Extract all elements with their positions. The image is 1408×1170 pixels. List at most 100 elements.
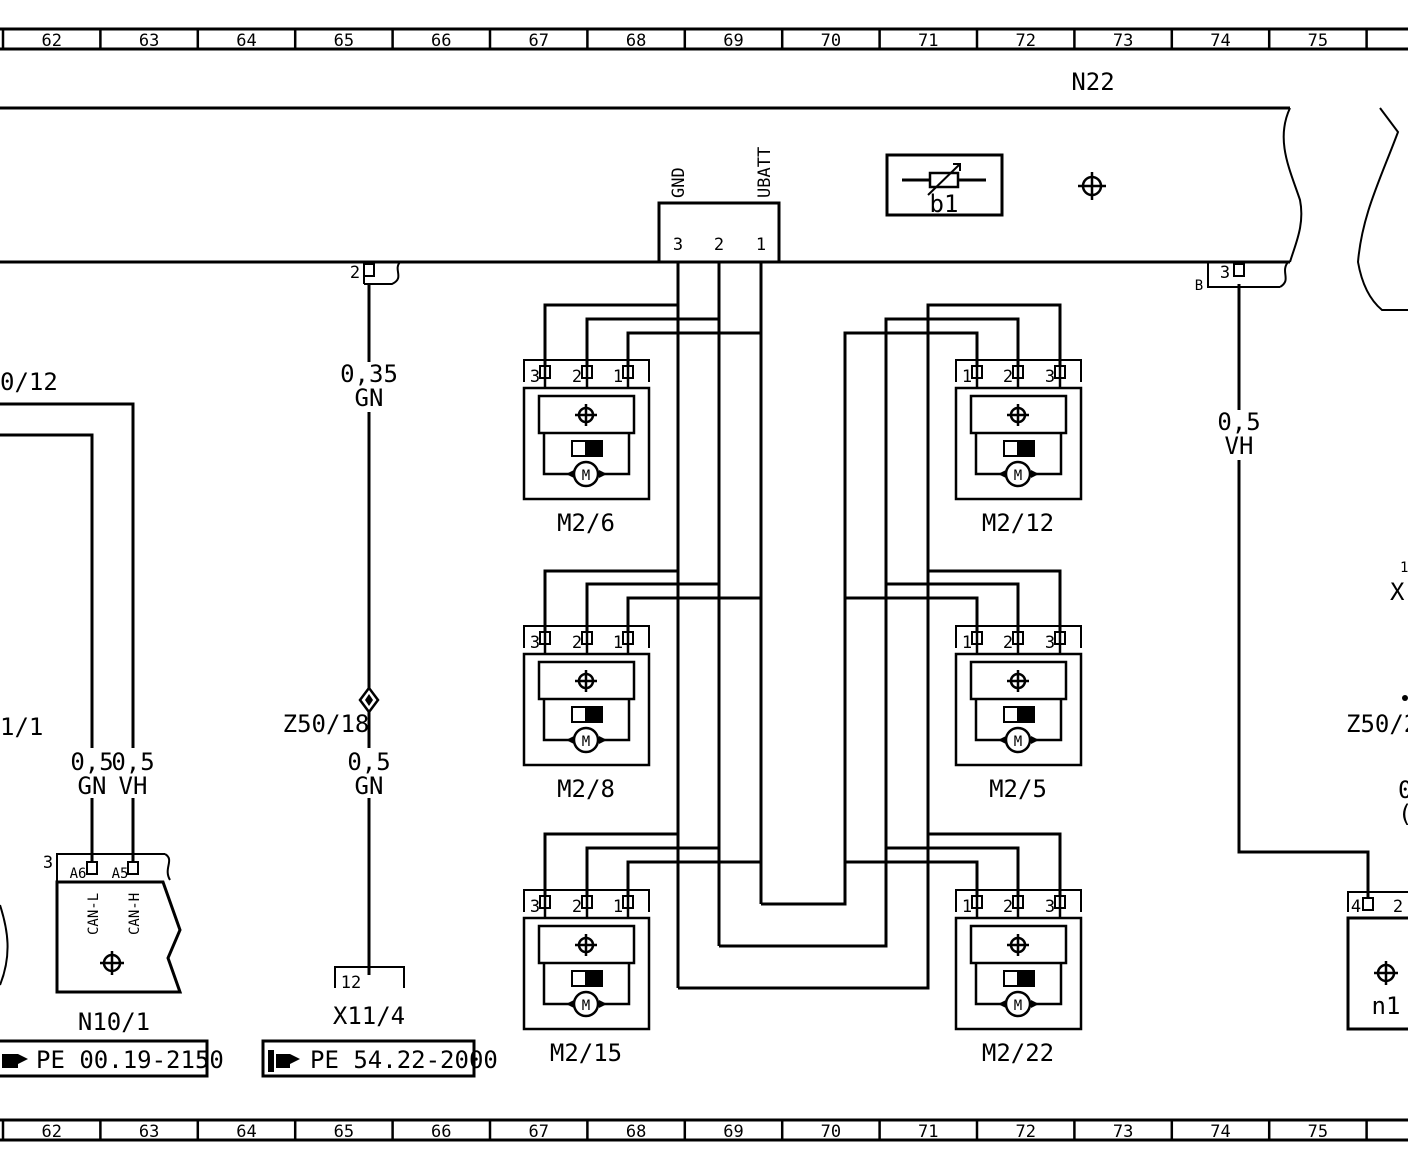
grid-column-label: 62 (41, 31, 61, 51)
actuator-pin-label: 1 (962, 367, 972, 387)
module-n22: N22 b1 GND UBATT 3 2 1 2 B 3 (0, 68, 1408, 311)
actuator-name: M2/12 (982, 509, 1054, 537)
electronic-symbol-icon (1078, 172, 1106, 200)
electronic-symbol-icon (575, 934, 597, 956)
grid-column-label: 64 (236, 31, 256, 51)
motor-icon: M (1004, 460, 1032, 488)
switch-indicator-icon (571, 970, 603, 987)
actuator-pin-label: 2 (572, 897, 582, 917)
right-wire-color: VH (1225, 432, 1254, 460)
motor-icon: M (1004, 726, 1032, 754)
ref-left-text: PE 00.19-2150 (36, 1046, 224, 1074)
actuator-pin-label: 3 (530, 367, 540, 387)
module-pin-2: 2 (714, 235, 724, 255)
n1-body (1346, 916, 1408, 1031)
n1-label: n1 (1372, 992, 1401, 1020)
splice-z50-18: Z50/18 (283, 710, 370, 738)
partial-top-label: 0/12 (0, 368, 58, 396)
n10-electronic-icon (100, 951, 124, 975)
motor-letter: M (1014, 734, 1022, 750)
grid-column-label: 65 (334, 31, 354, 51)
actuator-pin-label: 1 (962, 897, 972, 917)
module-conn-right-pin: 3 (1220, 263, 1230, 283)
ref-center-text: PE 54.22-2000 (310, 1046, 498, 1074)
center-top-gauge: 0,35 (340, 360, 398, 388)
ref-box-left (0, 1039, 209, 1078)
partial-c: ( (1398, 800, 1408, 828)
motor-letter: M (582, 734, 590, 750)
motor-letter: M (582, 468, 590, 484)
electronic-symbol-icon (1007, 404, 1029, 426)
n1-pin-4: 4 (1351, 897, 1361, 917)
grid-column-label: 63 (139, 1122, 159, 1142)
grid-column-label: 68 (626, 31, 646, 51)
grid-column-label: 72 (1015, 1122, 1035, 1142)
motor-icon: M (572, 726, 600, 754)
wire-vh-color: VH (119, 772, 148, 800)
wire-gn-gauge: 0,5 (70, 748, 113, 776)
hand-pointer-icon (2, 1054, 28, 1068)
partial-0: 0 (1398, 776, 1408, 804)
grid-column-label: 66 (431, 1122, 451, 1142)
grid-column-label: 72 (1015, 31, 1035, 51)
module-pin-1: 1 (756, 235, 766, 255)
grid-column-label: 75 (1308, 31, 1328, 51)
grid-column-label: 62 (41, 1122, 61, 1142)
motor-letter: M (1014, 998, 1022, 1014)
actuator-pin-label: 2 (1003, 367, 1013, 387)
grid-column-label: 65 (334, 1122, 354, 1142)
partial-mid-label: 1/1 (0, 713, 43, 741)
module-name: N22 (1071, 68, 1114, 96)
actuator-name: M2/6 (557, 509, 615, 537)
n10-1-label: N10/1 (78, 1008, 150, 1036)
electronic-symbol-icon (575, 404, 597, 426)
actuator-pin-label: 3 (1045, 633, 1055, 653)
sensor-b1-label: b1 (930, 190, 959, 218)
grid-column-label: 71 (918, 1122, 938, 1142)
motor-icon: M (572, 460, 600, 488)
n1-electronic-icon (1374, 961, 1398, 985)
x11-pin: 12 (341, 973, 361, 993)
actuator-M2-6: 3 2 1M M2/6 (522, 359, 651, 537)
wire-vh-gauge: 0,5 (111, 748, 154, 776)
grid-column-label: 74 (1210, 31, 1230, 51)
pin-a6: A6 (70, 866, 87, 882)
actuator-pin-label: 2 (1003, 897, 1013, 917)
center-wire-section: 0,35 GN Z50/18 0,5 GN 12 X11/4 PE 54.22-… (261, 284, 498, 1078)
actuator-pin-label: 3 (530, 633, 540, 653)
right-section: 0,5 VH 1 X Z50/2 0 ( 4 2 n1 (1217, 284, 1408, 1031)
actuator-pin-label: 2 (1003, 633, 1013, 653)
grid-column-label: 75 (1308, 1122, 1328, 1142)
n10-1-body (55, 880, 183, 994)
actuator-bus-wires (543, 262, 1062, 990)
wire-gn-color: GN (78, 772, 107, 800)
splice-icon (358, 685, 380, 715)
module-conn-left-pin: 2 (350, 263, 360, 283)
grid-column-label: 73 (1113, 1122, 1133, 1142)
module-pin-3: 3 (673, 235, 683, 255)
grid-column-label: 63 (139, 31, 159, 51)
module-conn-right-letter: B (1195, 278, 1203, 294)
center-bottom-gauge: 0,5 (347, 748, 390, 776)
actuator-pin-label: 3 (1045, 367, 1055, 387)
switch-indicator-icon (571, 706, 603, 723)
grid-column-label: 74 (1210, 1122, 1230, 1142)
partial-1: 1 (1400, 560, 1408, 576)
actuator-pin-label: 2 (572, 367, 582, 387)
actuator-M2-12: 1 2 3M M2/12 (954, 359, 1083, 537)
partial-x: X (1390, 578, 1405, 606)
electronic-symbol-icon (1007, 934, 1029, 956)
hand-pointer-icon (268, 1050, 300, 1072)
ubatt-label: UBATT (755, 147, 775, 198)
grid-column-label: 69 (723, 31, 743, 51)
actuator-pin-label: 1 (613, 633, 623, 653)
can-h-label: CAN-H (127, 893, 143, 935)
grid-column-label: 67 (528, 31, 548, 51)
actuator-pin-label: 1 (613, 367, 623, 387)
grid-column-label: 68 (626, 1122, 646, 1142)
motor-icon: M (572, 990, 600, 1018)
